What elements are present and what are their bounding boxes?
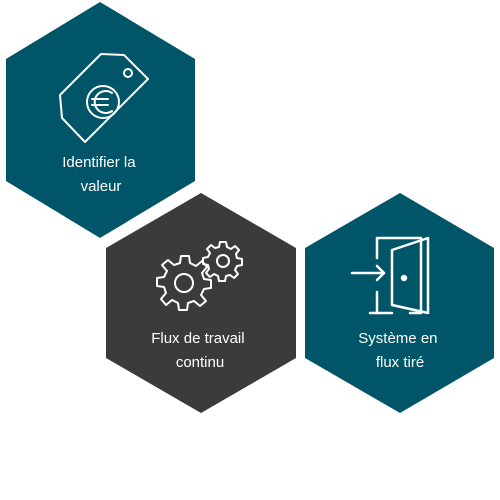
hexagon-label: Flux de travail continu [151,330,249,371]
hexagon-shape [305,193,494,413]
enter-door-icon [350,236,430,315]
hexagon-label: Identifier la valeur [62,154,140,195]
gears-icon [156,241,243,311]
hexagon-shape [106,193,296,413]
euro-price-tag-icon [59,53,149,143]
hexagon-identify-value: Identifier la valeur [6,2,195,238]
hexagon-continuous-flow: Flux de travail continu [106,193,296,413]
hexagon-shape [6,2,195,238]
hexagon-label: Système en flux tiré [358,330,441,371]
hexagon-pull-system: Système en flux tiré [305,193,494,413]
